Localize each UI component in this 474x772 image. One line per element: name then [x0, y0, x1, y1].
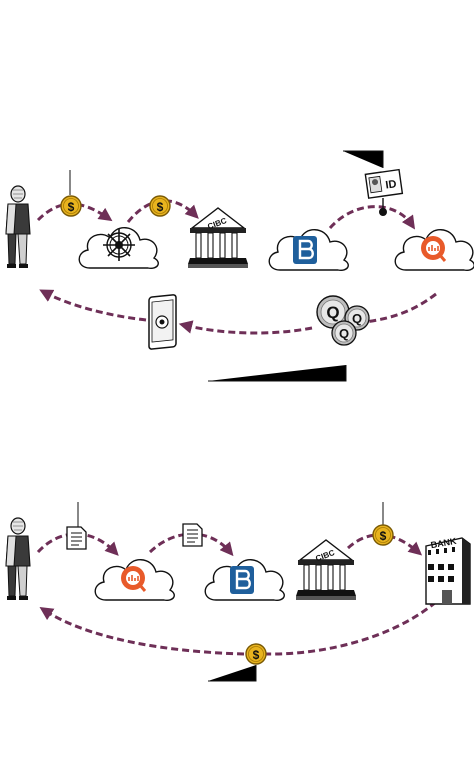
svg-text:ID: ID — [385, 178, 398, 191]
ship-wheel-icon — [103, 229, 135, 261]
bottom-diagram: CIBC $ BANK $ — [5, 502, 471, 682]
blue-b-logo-icon — [293, 236, 317, 264]
flow-arrow-cloud-to-bank — [126, 199, 199, 223]
svg-text:Q: Q — [339, 326, 349, 341]
coin-icon: $ — [245, 643, 267, 665]
bank-building-icon: CIBC — [295, 539, 357, 601]
q-coins-icon: Q Q Q — [316, 295, 370, 346]
coin-icon: $ — [60, 195, 82, 217]
bank-building-icon: CIBC — [187, 207, 249, 269]
svg-text:Q: Q — [326, 303, 339, 322]
id-card-icon: ID — [364, 168, 404, 199]
person-icon — [5, 517, 31, 601]
flow-arrow-orange-to-qcoins — [364, 292, 437, 324]
flow-arrow-blue-to-orange — [328, 205, 416, 230]
flow-arrow-qcoins-to-tablet — [178, 320, 313, 335]
coin-icon: $ — [372, 524, 394, 546]
svg-text:BANK: BANK — [430, 536, 458, 550]
flow-arrow-person-to-orange — [36, 532, 119, 556]
orange-q-logo-icon — [121, 566, 147, 592]
person-icon — [5, 185, 31, 269]
flow-arrow-bank2-to-person — [44, 602, 437, 656]
svg-text:$: $ — [253, 648, 260, 662]
svg-text:$: $ — [68, 200, 75, 214]
id-connector-dot — [379, 208, 387, 216]
coin-icon: $ — [149, 195, 171, 217]
blue-b-logo-icon — [230, 566, 254, 594]
office-building-icon: BANK — [425, 536, 471, 605]
callout-line-top-right — [343, 150, 384, 168]
top-diagram: $ $ CIBC ID — [5, 150, 474, 382]
svg-text:$: $ — [157, 200, 164, 214]
callout-line-bottom-bottom — [208, 665, 257, 682]
tablet-icon — [148, 294, 177, 350]
flow-arrow-tablet-to-person — [39, 289, 147, 322]
document-icon — [66, 526, 87, 550]
svg-text:$: $ — [380, 529, 387, 543]
callout-line-top-bottom — [208, 365, 347, 382]
orange-q-logo-icon — [421, 236, 447, 262]
svg-text:Q: Q — [352, 311, 362, 326]
document-icon — [182, 523, 203, 547]
